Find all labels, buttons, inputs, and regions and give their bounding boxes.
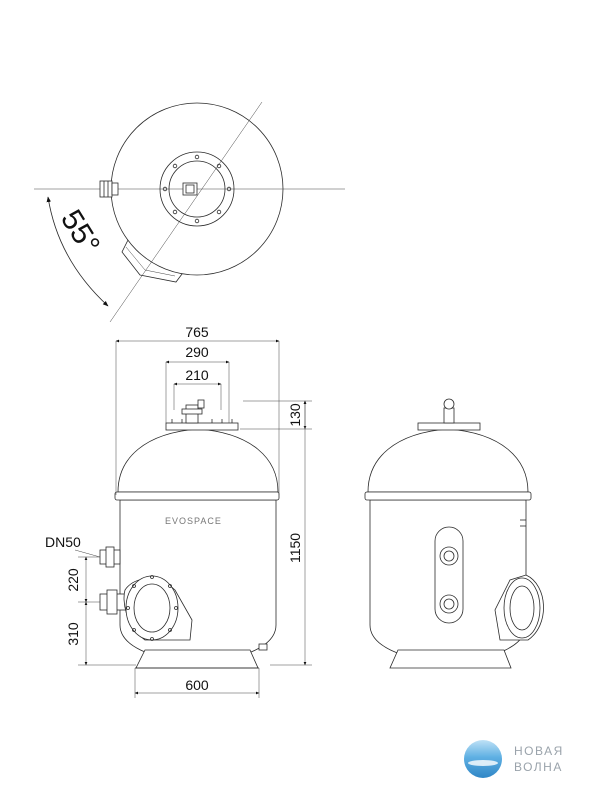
dim-width-total: 765: [185, 324, 209, 340]
side-top-valve: [443, 398, 455, 424]
front-manhole: [123, 575, 193, 641]
side-manhole: [494, 574, 544, 641]
logo-wave-icon: [464, 740, 502, 778]
lower-pipe-connection: [99, 589, 127, 615]
dim-base-width: 600: [185, 677, 209, 693]
center-valve: [182, 182, 198, 196]
front-top-valve: [181, 399, 205, 424]
top-view-pipe-connection: [99, 180, 119, 198]
tank-belt-flange: [114, 491, 280, 501]
cover-bolts: [162, 154, 232, 224]
dim-total-height: 1150: [287, 533, 303, 563]
top-view: 55°: [34, 101, 345, 323]
cover-flange-inner: [168, 160, 226, 218]
top-view-bracket: [121, 239, 186, 283]
cover-plate-bolts: [171, 419, 233, 423]
front-view: EVOSPACE 765 290: [45, 324, 312, 698]
dim-flange-outer: 290: [185, 344, 209, 360]
pipe-label: DN50: [45, 534, 81, 550]
dim-flange-inner: 210: [185, 367, 209, 383]
side-view: [364, 398, 544, 669]
tank-dome: [117, 428, 279, 493]
dim-top-height: 130: [287, 403, 303, 427]
angle-label: 55°: [54, 204, 106, 260]
side-belt-flange: [364, 491, 532, 501]
logo-line2: ВОЛНА: [514, 760, 563, 774]
tank-brand-label: EVOSPACE: [165, 516, 222, 526]
dim-bottom-height: 310: [65, 622, 81, 646]
cover-plate: [165, 422, 239, 431]
side-cover-plate: [417, 422, 481, 431]
upper-pipe-connection: [99, 546, 121, 568]
logo-line1: НОВАЯ: [514, 744, 564, 758]
company-logo: НОВАЯ ВОЛНА: [464, 740, 574, 780]
side-tank-base: [389, 649, 512, 669]
angle-arc: [46, 196, 109, 307]
diagonal-axis-line: [109, 101, 263, 323]
cover-flange-outer: [159, 151, 235, 227]
tank-base: [135, 649, 259, 669]
side-tank-dome: [367, 428, 529, 493]
dim-pipe-gap: 220: [65, 568, 81, 592]
drain-plug: [258, 643, 268, 651]
